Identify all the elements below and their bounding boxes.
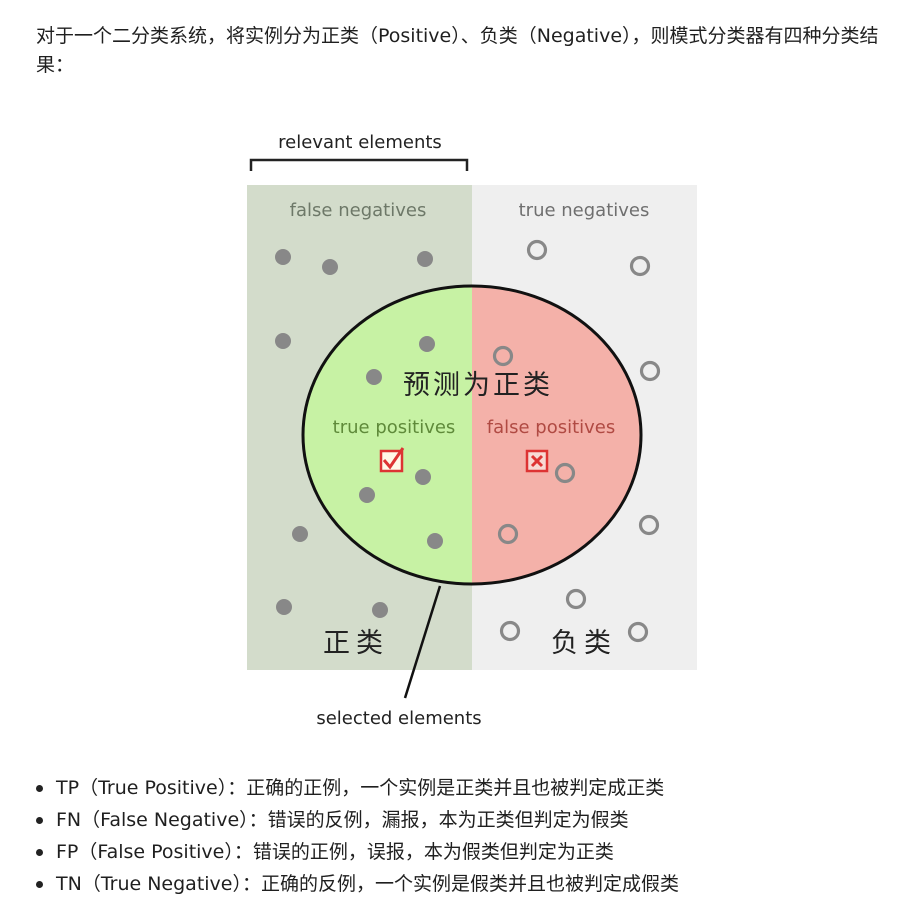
selected-circle — [301, 284, 643, 586]
hollow-dot — [638, 514, 660, 536]
list-item: FN（False Negative）：错误的反例，漏报，本为正类但判定为假类 — [34, 804, 679, 836]
bullet-dot — [36, 881, 43, 888]
true-negatives-label: true negatives — [519, 200, 650, 221]
intro-paragraph: 对于一个二分类系统，将实例分为正类（Positive）、负类（Negative）… — [36, 25, 879, 76]
dot — [275, 249, 291, 265]
bullet-dot — [36, 817, 43, 824]
false-positive-circles — [492, 345, 576, 545]
relevant-elements-label: relevant elements — [278, 132, 442, 153]
check-box-icon — [379, 447, 405, 473]
confusion-terms-list: TP（True Positive）：正确的正例，一个实例是正类并且也被判定成正类… — [34, 772, 679, 900]
dot — [415, 469, 431, 485]
false-positives-label: false positives — [487, 417, 616, 438]
dot — [292, 526, 308, 542]
list-item: FP（False Positive）：错误的正例，误报，本为假类但判定为正类 — [34, 836, 679, 868]
dot — [276, 599, 292, 615]
hollow-dot — [627, 621, 649, 643]
precision-recall-diagram: relevant elements false negatives true n… — [247, 132, 697, 729]
negative-class-label: 负类 — [551, 628, 617, 659]
true-negative-circles — [499, 239, 661, 643]
tp-definition: TP（True Positive）：正确的正例，一个实例是正类并且也被判定成正类 — [56, 777, 665, 799]
fn-definition: FN（False Negative）：错误的反例，漏报，本为正类但判定为假类 — [56, 809, 629, 831]
cross-box-icon — [525, 449, 549, 473]
dot — [359, 487, 375, 503]
positive-class-label: 正类 — [323, 628, 389, 659]
true-positive-dots — [359, 336, 443, 549]
tn-definition: TN（True Negative）：正确的反例，一个实例是假类并且也被判定成假类 — [56, 873, 679, 895]
hollow-dot — [526, 239, 548, 261]
false-negative-dots — [275, 249, 433, 618]
hollow-dot — [492, 345, 514, 367]
hollow-dot — [639, 360, 661, 382]
predicted-positive-label: 预测为正类 — [403, 370, 553, 401]
hollow-dot — [497, 523, 519, 545]
dot — [427, 533, 443, 549]
true-positives-label: true positives — [333, 417, 456, 438]
dot — [419, 336, 435, 352]
relevant-bracket — [249, 158, 469, 171]
list-item: TP（True Positive）：正确的正例，一个实例是正类并且也被判定成正类 — [34, 772, 679, 804]
dot — [366, 369, 382, 385]
selected-pointer-line — [403, 585, 442, 699]
bullet-dot — [36, 785, 43, 792]
hollow-dot — [565, 588, 587, 610]
hollow-dot — [629, 255, 651, 277]
fp-definition: FP（False Positive）：错误的正例，误报，本为假类但判定为正类 — [56, 841, 614, 863]
dot — [372, 602, 388, 618]
false-negatives-label: false negatives — [290, 200, 427, 221]
list-item: TN（True Negative）：正确的反例，一个实例是假类并且也被判定成假类 — [34, 868, 679, 900]
dot — [417, 251, 433, 267]
hollow-dot — [499, 620, 521, 642]
hollow-dot — [554, 462, 576, 484]
selected-elements-label: selected elements — [316, 708, 481, 729]
dot — [275, 333, 291, 349]
bullet-dot — [36, 849, 43, 856]
dot — [322, 259, 338, 275]
